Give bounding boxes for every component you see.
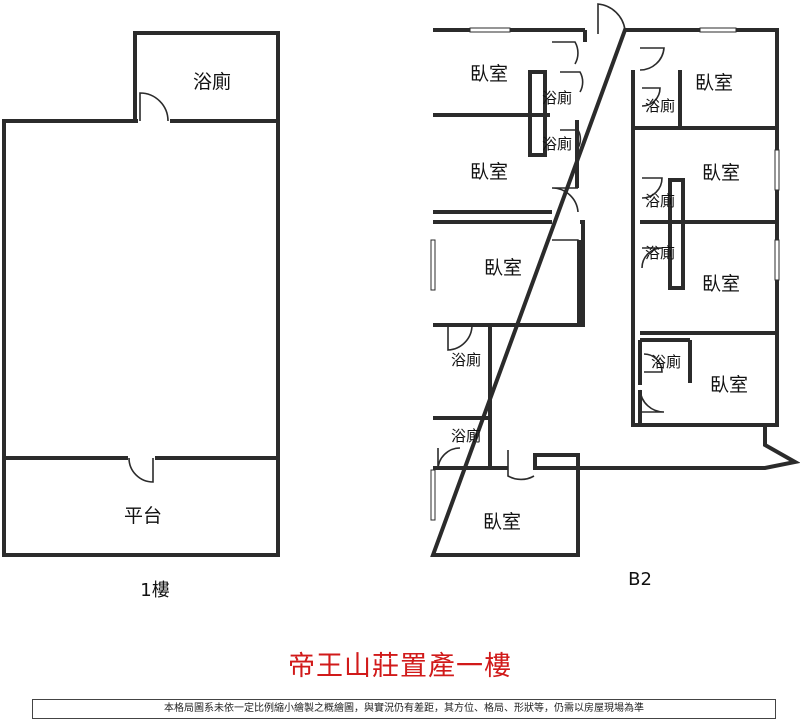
b2-bathroom-door — [641, 87, 661, 107]
b2-window — [430, 239, 436, 291]
b2-window — [774, 239, 780, 281]
b2-bathroom-label: 浴廁 — [645, 97, 675, 115]
b2-east-corridor-wall — [631, 70, 777, 427]
b2-bedroom-label: 臥室 — [470, 161, 508, 183]
b2-bathroom-label: 浴廁 — [451, 351, 481, 369]
b2-window — [469, 27, 511, 33]
b2-bathroom-label: 浴廁 — [542, 89, 572, 107]
b2-corridor-bath-block-2 — [668, 178, 685, 290]
floor-1-bathroom-label: 浴廁 — [193, 70, 231, 93]
b2-bathroom-label: 浴廁 — [542, 135, 572, 153]
floor-1-label: 1樓 — [140, 580, 169, 601]
b2-bedroom-door — [639, 47, 665, 71]
b2-bathroom-door — [641, 247, 663, 269]
b2-bathroom-label: 浴廁 — [645, 192, 675, 210]
floor-b2-plan — [430, 3, 800, 557]
b2-window — [430, 469, 436, 521]
b2-floor-label: B2 — [628, 569, 652, 590]
floor-1-bathroom-door — [139, 92, 169, 122]
floor-1-outer-wall — [2, 31, 280, 557]
b2-window — [699, 27, 737, 33]
b2-outer-wall — [430, 28, 800, 557]
b2-bedroom-label: 臥室 — [702, 162, 740, 184]
b2-bedroom-label: 臥室 — [484, 257, 522, 279]
floor-1-platform-label: 平台 — [124, 505, 162, 527]
floor-1-plan — [2, 31, 280, 557]
b2-bathroom-door — [447, 324, 473, 351]
b2-bedroom-label: 臥室 — [702, 273, 740, 295]
b2-bedroom-label: 臥室 — [710, 374, 748, 396]
b2-lower-west-wall — [433, 325, 578, 557]
b2-bedroom-label: 臥室 — [695, 72, 733, 94]
b2-bathroom-door — [643, 353, 663, 373]
b2-bathroom-door — [560, 71, 584, 93]
page-title: 帝王山莊置產一樓 — [288, 651, 512, 682]
b2-window — [774, 149, 780, 191]
b2-bedroom-door — [551, 187, 579, 213]
floor-1-platform-door — [128, 457, 154, 483]
b2-bathroom-label: 浴廁 — [451, 427, 481, 445]
b2-entry-door — [597, 3, 626, 34]
b2-bathroom-door — [641, 177, 663, 199]
b2-bathroom-door — [437, 447, 461, 471]
b2-bedroom-label: 臥室 — [483, 511, 521, 533]
b2-west-corridor-wall — [433, 30, 587, 327]
disclaimer-text: 本格局圖系未依一定比例縮小繪製之概繪圖，與實況仍有差距，其方位、格局、形狀等，仍… — [32, 699, 776, 719]
b2-corridor-bath-block-1 — [528, 70, 547, 157]
b2-bathroom-label: 浴廁 — [651, 353, 681, 371]
b2-bedroom-door — [552, 239, 582, 263]
b2-bathroom-door — [560, 129, 582, 149]
b2-bedroom-door — [639, 389, 665, 413]
b2-bedroom-label: 臥室 — [470, 63, 508, 85]
b2-bedroom-door — [507, 450, 535, 481]
b2-bedroom-door — [552, 41, 579, 65]
b2-bathroom-label: 浴廁 — [645, 244, 675, 262]
